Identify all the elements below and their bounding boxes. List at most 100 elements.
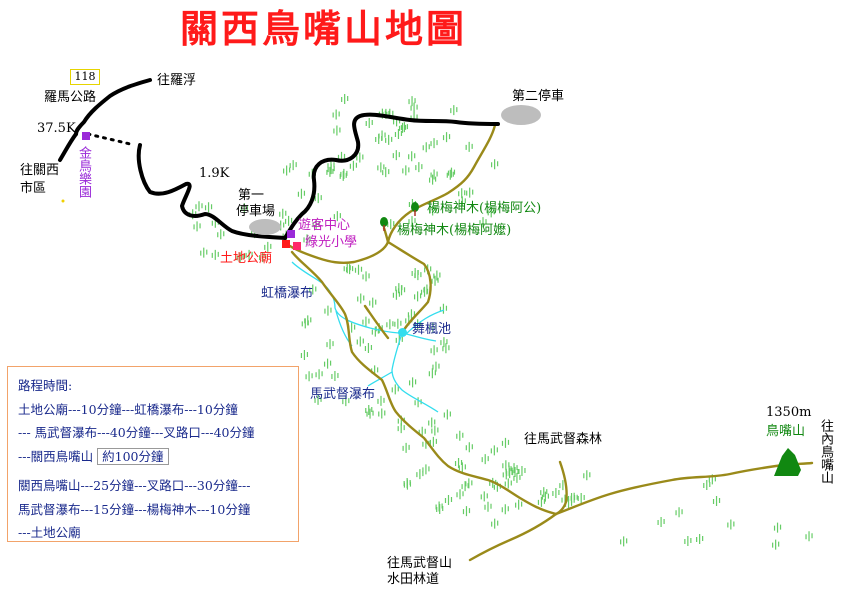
tree-icon: [331, 370, 339, 381]
tree-icon: [433, 270, 441, 281]
tree-icon: [356, 152, 364, 163]
tree-icon: [458, 196, 466, 207]
tree-icon: [552, 487, 560, 498]
legend-line-1: 土地公廟---10分鐘---虹橋瀑布---10分鐘: [18, 401, 238, 417]
tree-icon: [240, 203, 248, 214]
tree-icon: [440, 337, 448, 348]
visitor-center-marker: [287, 230, 295, 238]
label-km-1-9: 1.9K: [199, 166, 230, 181]
tree-icon: [465, 141, 473, 152]
tree-icon: [420, 286, 429, 297]
tree-icon: [577, 493, 585, 504]
tree-icon: [490, 445, 498, 456]
label-to-mawudu-mountain: 往馬武督山: [387, 556, 453, 571]
label-to-luofu: 往羅浮: [157, 73, 197, 88]
tree-icon: [398, 122, 407, 133]
tree-icon: [366, 408, 374, 419]
tree-icon: [540, 487, 548, 498]
tree-icon: [349, 160, 358, 171]
tree-icon: [371, 326, 379, 337]
tree-icon-yangmei-ma: [380, 217, 388, 231]
tree-icon: [428, 417, 436, 428]
tree-icon: [309, 284, 317, 295]
label-to-mawudu-forest: 往馬武督森林: [524, 432, 603, 447]
label-niaozui-peak: 鳥嘴山: [766, 424, 806, 439]
tree-icon: [333, 125, 341, 136]
tree-icon: [454, 457, 463, 468]
tree-icon: [245, 249, 253, 260]
tree-icon: [703, 480, 711, 491]
tree-icon: [365, 405, 373, 416]
tree-icon: [416, 469, 424, 480]
tree-icon: [410, 102, 418, 113]
tree-icon: [422, 142, 430, 153]
tree-icon: [439, 303, 448, 314]
tree-icon: [402, 165, 410, 176]
tree-icon: [620, 536, 628, 547]
tree-icon: [518, 465, 526, 476]
legend-line-5: 馬武督瀑布---15分鐘---楊梅神木---10分鐘: [18, 501, 251, 517]
tree-icon: [314, 394, 322, 405]
label-visitor-center: 遊客中心: [298, 218, 351, 233]
label-yangmei-tree-2: 楊梅神木(楊梅阿嬤): [397, 223, 512, 238]
tree-icon: [382, 167, 390, 178]
parking-icon-second: [501, 105, 541, 125]
legend-line-3: ---關西鳥嘴山 約100分鐘: [18, 445, 288, 469]
trail-main: [290, 250, 558, 516]
tree-icon: [458, 462, 466, 473]
tree-icon: [284, 215, 293, 226]
label-km-37-5: 37.5K: [37, 121, 76, 136]
tree-icon: [402, 442, 410, 453]
tree-icon: [195, 201, 203, 212]
tree-icon: [345, 264, 354, 275]
tree-icon: [211, 249, 219, 260]
tree-icon: [391, 384, 399, 395]
tree-icon: [657, 516, 665, 527]
tree-icon: [446, 169, 454, 180]
trail-layer: [288, 123, 814, 562]
tree-icon: [236, 252, 244, 263]
tree-icon: [375, 134, 383, 145]
tree-icon: [435, 501, 443, 512]
tree-icon: [343, 263, 351, 274]
tree-icon: [297, 188, 306, 199]
tree-icon: [727, 519, 735, 530]
tree-icon: [461, 481, 469, 492]
label-yangmei-tree-1: 楊梅神木(楊梅阿公): [427, 201, 542, 216]
trail-side: [363, 304, 390, 340]
tree-icon: [408, 377, 417, 388]
tree-icon: [392, 150, 400, 161]
label-earth-god-temple: 土地公廟: [220, 251, 273, 266]
tree-icon: [515, 499, 523, 510]
tree-icon: [264, 241, 272, 252]
tree-icon: [259, 252, 267, 263]
tree-icon: [400, 122, 409, 133]
tree-icon: [491, 159, 499, 170]
tree-icon: [365, 118, 373, 129]
jinniao-park-marker: [82, 132, 90, 140]
tree-icon: [342, 396, 350, 407]
tree-icon: [456, 489, 464, 500]
tree-icon: [772, 539, 780, 550]
tree-icon: [193, 221, 201, 232]
lvguang-school-marker: [293, 242, 301, 250]
wufeng-pool-marker: [398, 328, 407, 337]
tree-icon: [465, 442, 473, 453]
tree-icon: [491, 518, 499, 529]
stream-fork: [403, 309, 445, 337]
tree-icon: [385, 134, 393, 145]
tree-icon: [450, 105, 458, 116]
tree-icon: [429, 322, 437, 333]
tree-icon: [462, 506, 471, 517]
tree-icon: [501, 437, 510, 448]
legend-line-6: ---土地公廟: [18, 525, 81, 540]
travel-time-legend: 路程時間: 土地公廟---10分鐘---虹橋瀑布---10分鐘 --- 馬武督瀑…: [7, 366, 299, 542]
tree-icon: [429, 205, 437, 216]
tree-icon: [411, 267, 419, 278]
label-luoma-road: 羅馬公路: [44, 90, 97, 105]
label-mawudu-falls: 馬武督瀑布: [310, 387, 376, 402]
tree-icon: [431, 425, 439, 436]
tree-icon: [339, 170, 347, 181]
tree-icon: [315, 369, 323, 380]
tree-icon: [773, 522, 782, 533]
